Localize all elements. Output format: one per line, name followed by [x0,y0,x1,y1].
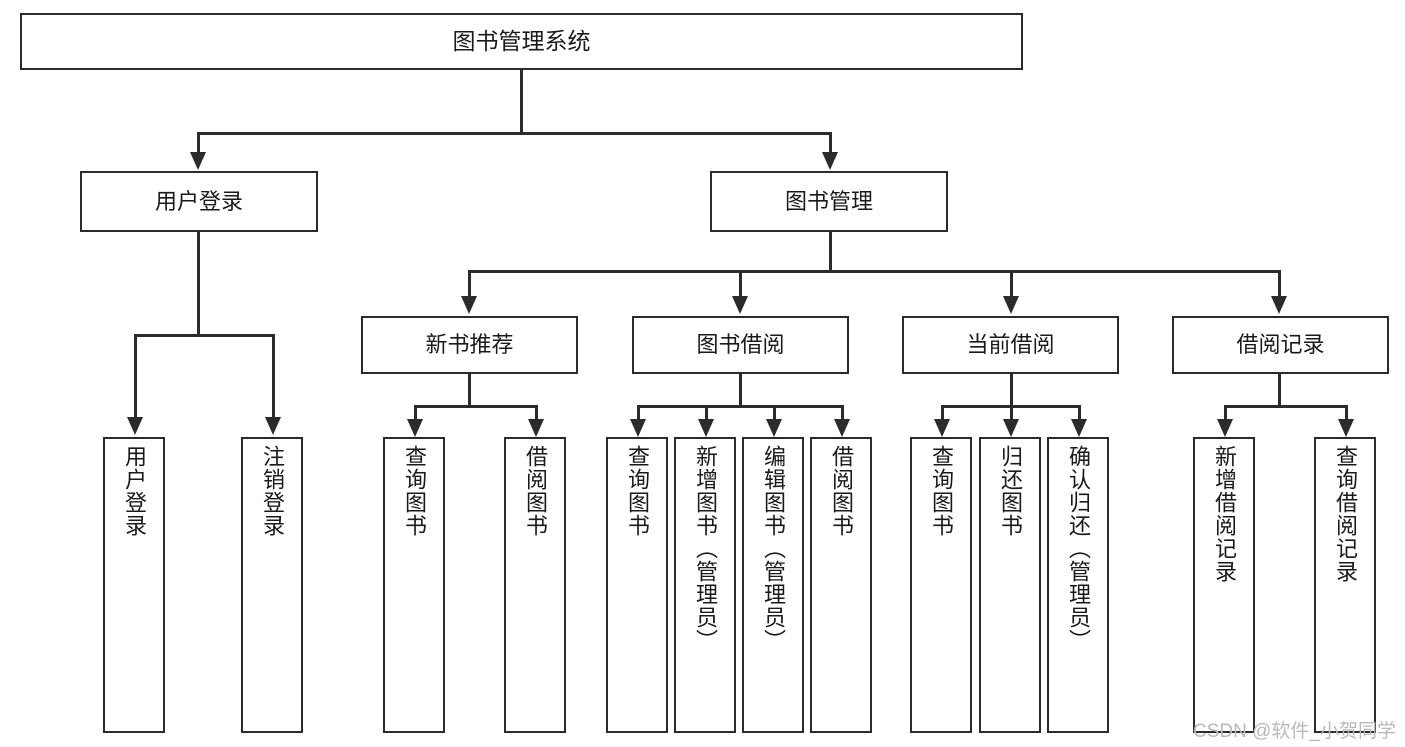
leaf-confirm-return[interactable]: 确认归还（管理员） [1047,437,1109,733]
connector-level3-drop-book-borrow [739,270,742,298]
csdn-watermark: CSDN @软件_小贺同学 [1193,721,1396,742]
connector-drop-leaf-query-record [1345,405,1348,421]
arrowhead-leaf-query-record [1338,419,1354,437]
leaf-add-book[interactable]: 新增图书（管理员） [674,437,736,733]
connector-user-login-bus [134,334,274,337]
arrowhead-leaf-query-book-1 [407,419,423,437]
connector-drop-leaf-return-book [1010,405,1013,421]
arrowhead-leaf-query-book-3 [934,419,950,437]
node-book-management[interactable]: 图书管理 [710,171,948,232]
connector-drop-leaf-confirm-return [1078,405,1081,421]
connector-drop-leaf-query-book-2 [637,405,640,421]
arrowhead-user-login [190,152,206,170]
arrowhead-current-borrow [1003,296,1019,314]
connector-book-management-stem [829,232,832,272]
node-borrow-record[interactable]: 借阅记录 [1172,316,1389,374]
arrowhead-leaf-user-login [127,417,143,435]
node-label: 查询借阅记录 [1333,445,1358,583]
arrowhead-leaf-add-book [698,419,714,437]
connector-user-login-stem [197,232,200,336]
node-label: 新增图书（管理员） [693,445,718,652]
node-label: 借阅图书 [829,445,854,537]
node-user-login[interactable]: 用户登录 [80,171,318,232]
connector-level3-drop-current-borrow [1010,270,1013,298]
arrowhead-borrow-record [1271,296,1287,314]
arrowhead-leaf-edit-book [766,419,782,437]
arrowhead-new-book-recommend [461,296,477,314]
leaf-query-book-2[interactable]: 查询图书 [606,437,668,733]
arrowhead-leaf-query-book-2 [630,419,646,437]
node-label: 借阅图书 [523,445,548,537]
leaf-logout-login[interactable]: 注销登录 [241,437,303,733]
node-label: 归还图书 [998,445,1023,537]
node-label: 当前借阅 [966,332,1055,358]
leaf-borrow-book-2[interactable]: 借阅图书 [810,437,872,733]
node-label: 查询图书 [402,445,427,537]
node-label: 查询图书 [625,445,650,537]
node-label: 图书管理系统 [452,28,591,55]
connector-level3-drop-borrow-record [1278,270,1281,298]
node-current-borrow[interactable]: 当前借阅 [902,316,1119,374]
node-book-borrow[interactable]: 图书借阅 [632,316,849,374]
node-label: 图书借阅 [696,332,785,358]
node-label: 查询图书 [929,445,954,537]
arrowhead-leaf-logout-login [265,417,281,435]
connector-drop-leaf-query-book-3 [941,405,944,421]
arrowhead-leaf-return-book [1003,419,1019,437]
leaf-user-login[interactable]: 用户登录 [103,437,165,733]
connector-drop-leaf-edit-book [773,405,776,421]
connector-new-book-recommend-stem [468,374,471,407]
connector-borrow-record-bus [1224,405,1348,408]
leaf-add-record[interactable]: 新增借阅记录 [1193,437,1255,733]
leaf-edit-book[interactable]: 编辑图书（管理员） [742,437,804,733]
connector-book-borrow-stem [739,374,742,407]
connector-drop-leaf-borrow-book-2 [841,405,844,421]
node-root-book-management-system[interactable]: 图书管理系统 [20,13,1023,70]
node-label: 借阅记录 [1236,332,1325,358]
arrowhead-leaf-confirm-return [1071,419,1087,437]
leaf-borrow-book-1[interactable]: 借阅图书 [504,437,566,733]
connector-root-stem [520,70,523,134]
connector-current-borrow-stem [1010,374,1013,407]
arrowhead-leaf-borrow-book-2 [834,419,850,437]
connector-drop-leaf-user-login [134,334,137,419]
leaf-return-book[interactable]: 归还图书 [979,437,1041,733]
node-label: 用户登录 [154,188,243,214]
arrowhead-book-management [822,152,838,170]
connector-drop-leaf-logout-login [272,334,275,419]
connector-new-book-recommend-bus [414,405,538,408]
node-label: 图书管理 [784,188,873,214]
leaf-query-book-3[interactable]: 查询图书 [910,437,972,733]
connector-drop-leaf-add-book [705,405,708,421]
connector-level3-drop-new-book-recommend [468,270,471,298]
leaf-query-record[interactable]: 查询借阅记录 [1314,437,1376,733]
connector-level3-bus [468,270,1281,273]
node-label: 新增借阅记录 [1212,445,1237,583]
node-label: 注销登录 [260,445,285,537]
arrowhead-book-borrow [732,296,748,314]
arrowhead-leaf-borrow-book-1 [528,419,544,437]
connector-level2-drop-book-management [829,132,832,154]
node-label: 确认归还（管理员） [1066,445,1091,652]
arrowhead-leaf-add-record [1217,419,1233,437]
node-label: 新书推荐 [425,332,514,358]
connector-drop-leaf-add-record [1224,405,1227,421]
node-new-book-recommend[interactable]: 新书推荐 [361,316,578,374]
node-label: 用户登录 [122,445,147,537]
connector-drop-leaf-query-book-1 [414,405,417,421]
connector-book-borrow-bus [637,405,842,408]
connector-level2-bus [197,132,831,135]
node-label: 编辑图书（管理员） [761,445,786,652]
connector-drop-leaf-borrow-book-1 [535,405,538,421]
connector-level2-drop-user-login [197,132,200,154]
connector-borrow-record-stem [1278,374,1281,407]
leaf-query-book-1[interactable]: 查询图书 [383,437,445,733]
